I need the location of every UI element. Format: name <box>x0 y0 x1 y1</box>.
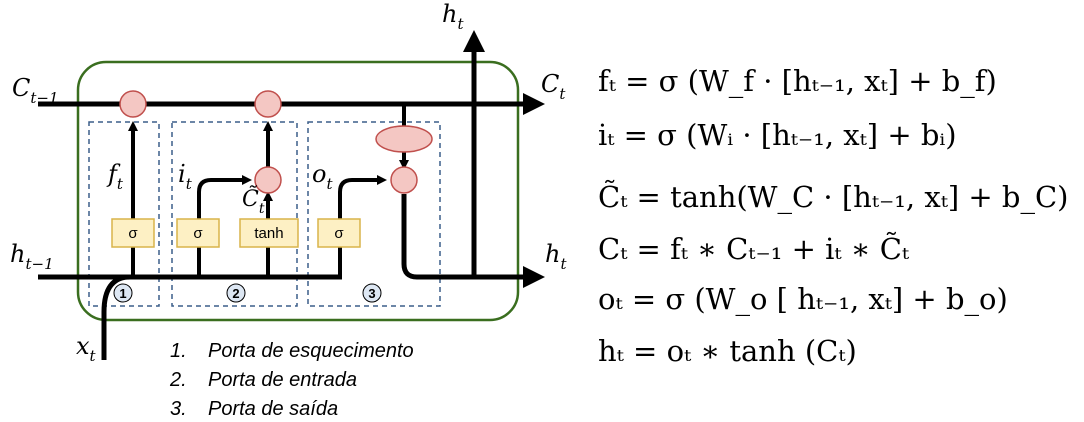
gate-number-1-text: 1 <box>119 286 126 301</box>
forget-sigma-box: σ <box>111 218 155 248</box>
input-multiply-op <box>254 166 282 194</box>
gate-number-3-text: 3 <box>368 286 375 301</box>
legend-item-input: 2. Porta de entrada <box>170 369 357 392</box>
equation-hidden-state: hₜ = oₜ ∗ tanh (Cₜ) <box>598 334 857 368</box>
h-out-label: ht <box>545 240 567 273</box>
input-sigma-label: σ <box>193 225 203 242</box>
cell-add-op <box>254 90 282 118</box>
i-gate-label: it <box>178 160 193 193</box>
candidate-tanh-label: tanh <box>254 225 283 242</box>
equation-candidate: C̃ₜ = tanh(W_C · [hₜ₋₁, xₜ] + b_C) <box>598 180 1069 214</box>
output-gate-line <box>338 175 387 277</box>
forget-sigma-label: σ <box>128 225 138 242</box>
legend-number: 2. <box>170 369 187 391</box>
output-gate-region <box>307 121 441 307</box>
lstm-cell-border <box>76 60 520 322</box>
input-sigma-box: σ <box>176 218 220 248</box>
output-sigma-box: σ <box>317 218 361 248</box>
forget-multiply-op <box>119 90 147 118</box>
legend-text: Porta de esquecimento <box>208 340 414 362</box>
c-tilde-label: C̃t <box>242 186 265 217</box>
h-top-label: ht <box>442 0 464 33</box>
forget-gate-region <box>88 121 160 307</box>
o-gate-label: ot <box>312 160 333 193</box>
x-input-line <box>101 274 131 360</box>
legend-item-output: 3. Porta de saída <box>170 398 338 421</box>
legend-text: Porta de entrada <box>208 369 357 391</box>
legend-item-forget: 1. Porta de esquecimento <box>170 340 414 363</box>
legend-number: 3. <box>170 398 187 420</box>
gate-number-1: 1 <box>113 283 133 303</box>
c-out-label: Ct <box>541 70 566 103</box>
f-gate-label: ft <box>106 160 124 193</box>
equation-cell-state: Cₜ = fₜ ∗ Cₜ₋₁ + iₜ ∗ C̃ₜ <box>598 232 910 266</box>
input-gate-region <box>171 121 298 307</box>
input-gate-line <box>197 175 252 277</box>
h-prev-label: ht−1 <box>10 240 54 273</box>
gate-number-2: 2 <box>226 283 246 303</box>
equation-output-gate: oₜ = σ (W_o [ hₜ₋₁, xₜ] + b_o) <box>598 282 1008 316</box>
gate-number-2-text: 2 <box>232 286 239 301</box>
output-multiply-op <box>390 166 418 194</box>
equation-forget-gate: fₜ = σ (W_f · [hₜ₋₁, xₜ] + b_f) <box>598 64 997 98</box>
legend-number: 1. <box>170 340 187 362</box>
cell-tanh-op <box>375 125 433 153</box>
output-sigma-label: σ <box>334 225 344 242</box>
candidate-tanh-box: tanh <box>239 218 299 248</box>
legend-text: Porta de saída <box>208 398 339 420</box>
c-prev-label: Ct−1 <box>12 74 59 107</box>
hidden-output-line <box>401 194 520 280</box>
lstm-cell-diagram: σ σ tanh σ 1 2 3 Ct−1 Ct ht ht−1 ht xt f… <box>10 0 567 365</box>
x-in-label: xt <box>76 332 97 365</box>
gate-number-3: 3 <box>362 283 382 303</box>
equation-input-gate: iₜ = σ (Wᵢ · [hₜ₋₁, xₜ] + bᵢ) <box>598 118 957 152</box>
